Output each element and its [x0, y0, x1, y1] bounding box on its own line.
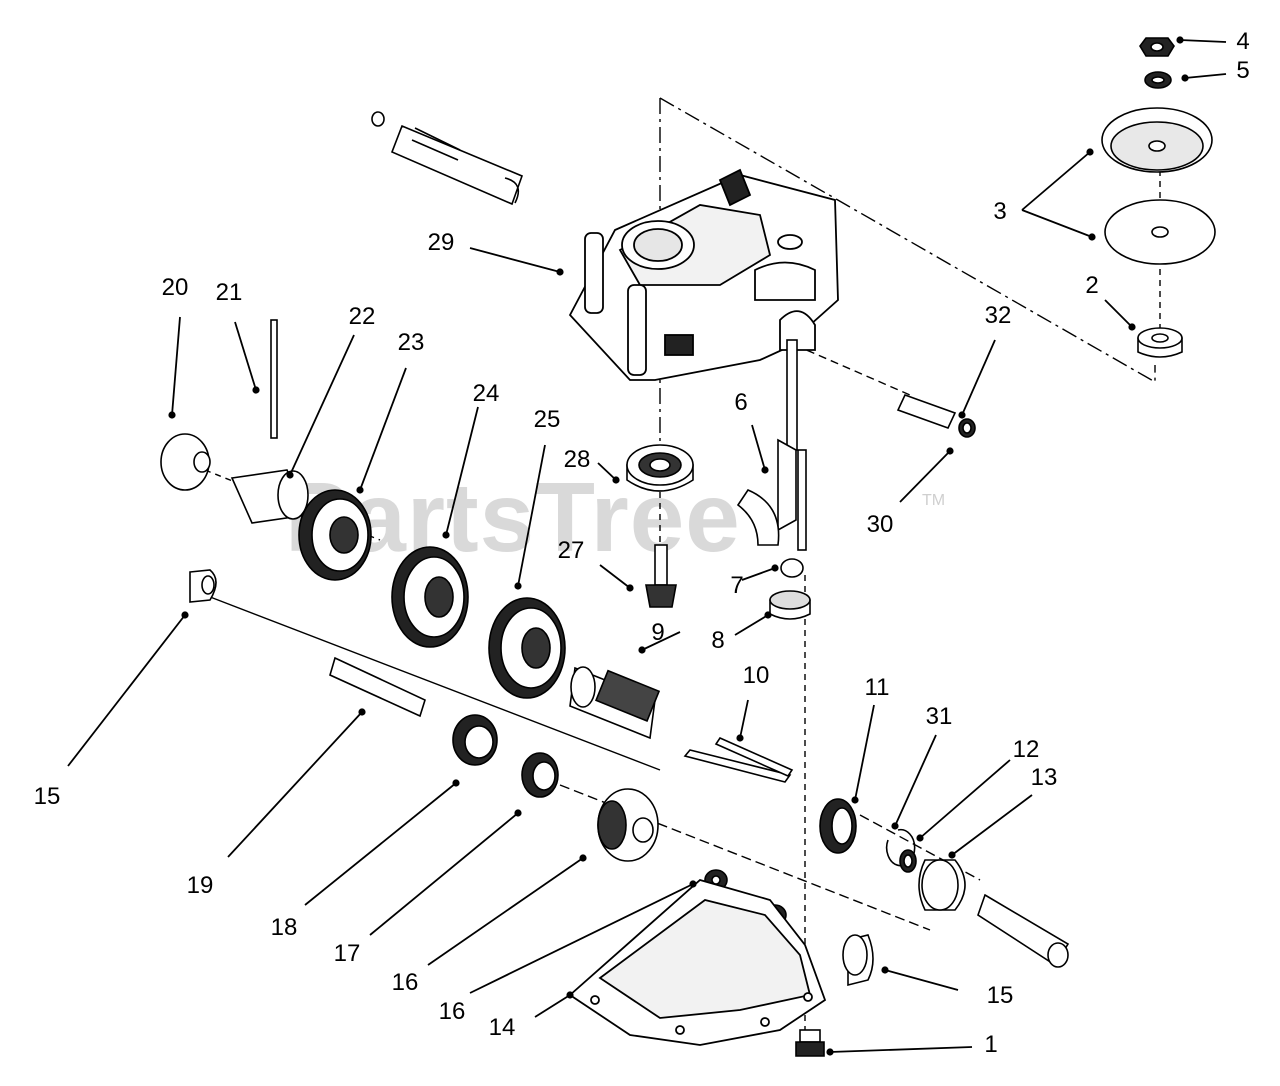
callout-23: 22	[348, 303, 376, 330]
callout-7: 7	[730, 572, 744, 599]
bottom-cover	[568, 878, 827, 1046]
upper-shaft	[371, 111, 524, 206]
right-side-parts	[819, 798, 1070, 968]
shift-fork	[736, 339, 807, 551]
callout-9: 9	[651, 619, 665, 646]
callout-21: 20	[161, 274, 189, 301]
callout-31: 31	[925, 703, 953, 730]
callout-15-right: 15	[986, 982, 1014, 1009]
pulley-assembly	[1101, 37, 1216, 358]
lower-shaft	[189, 569, 659, 862]
pin-assembly	[896, 393, 976, 438]
bevel-pinion	[645, 544, 677, 608]
callout-19: 18	[270, 914, 298, 941]
callout-27: 27	[557, 537, 585, 564]
callout-2: 2	[1085, 272, 1099, 299]
callout-29: 29	[427, 229, 455, 256]
leader-lines	[67, 36, 1227, 1056]
callout-26: 25	[533, 406, 561, 433]
callout-32: 32	[984, 302, 1012, 329]
housing	[568, 168, 839, 381]
callout-11: 11	[864, 674, 890, 701]
watermark-trademark: TM	[922, 492, 946, 509]
callout-18: 17	[333, 940, 361, 967]
callout-25: 24	[472, 380, 500, 407]
callout-14: 14	[488, 1014, 516, 1041]
callout-30: 30	[866, 511, 894, 538]
callout-15-left: 15	[33, 783, 61, 810]
shift-collar	[769, 558, 811, 620]
gear-stack	[160, 319, 566, 699]
callout-4: 4	[1236, 28, 1250, 55]
callout-28: 28	[563, 446, 591, 473]
callout-24: 23	[397, 329, 425, 356]
callout-16: 16	[438, 998, 466, 1025]
callout-6: 6	[734, 389, 748, 416]
callout-20: 19	[186, 872, 214, 899]
callout-17: 16	[391, 969, 419, 996]
callout-10: 10	[742, 662, 770, 689]
drain-plug	[795, 1029, 825, 1057]
bearing	[626, 444, 694, 492]
output-shaft	[569, 666, 794, 783]
callout-3: 3	[993, 198, 1007, 225]
callout-13: 13	[1030, 764, 1058, 791]
callout-22: 21	[215, 279, 243, 306]
callout-5: 5	[1236, 57, 1250, 84]
callout-12: 12	[1012, 736, 1040, 763]
callout-1: 1	[984, 1031, 998, 1058]
callout-8: 8	[711, 627, 725, 654]
